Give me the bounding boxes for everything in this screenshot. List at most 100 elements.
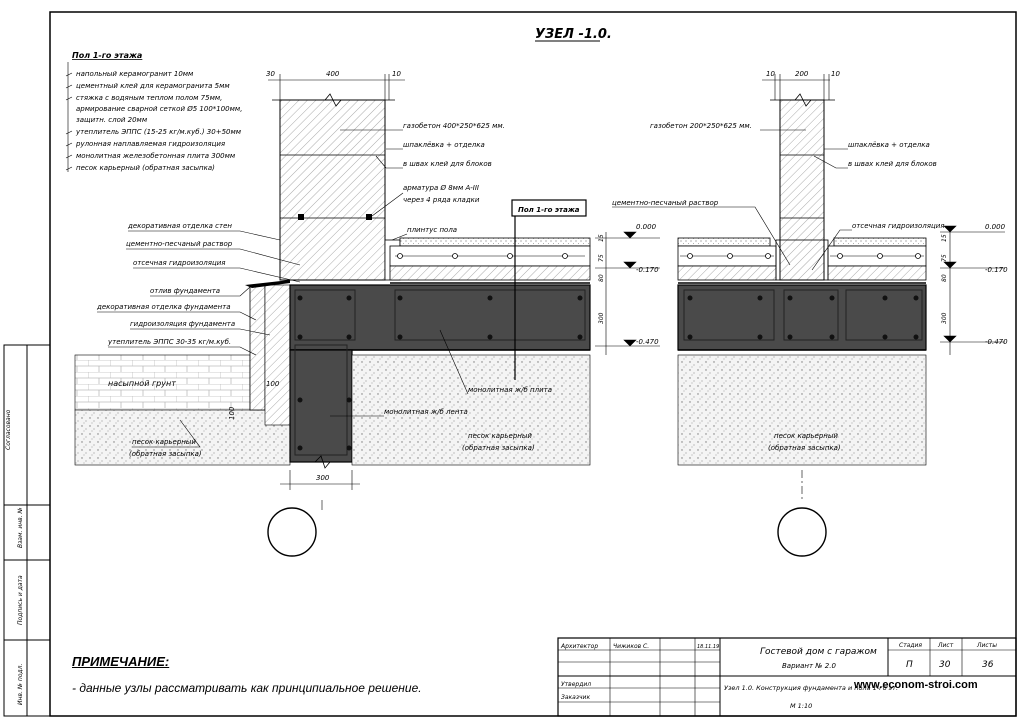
floor-tag [511,199,587,217]
drip [245,280,290,288]
dim-r-15: 15 [941,234,948,242]
drawing-title: УЗЕЛ -1.0. [535,27,612,42]
layer-item: утеплитель ЭППС (15-25 кг/м.куб.) 30+50м… [75,128,242,136]
label-backfill: насыпной грунт [108,379,176,388]
dim-400: 400 [326,70,340,78]
label-sand-wall: песок карьерный [468,432,532,440]
level-m-0: 0.000 [636,223,657,231]
gasbeton-wall-right [779,99,825,281]
layer-item: напольный керамогранит 10мм [76,70,194,78]
dim-100-a: 100 [266,380,280,388]
layer-item: защитн. слой 20мм [76,116,148,124]
label-mortar-r: цементно-песчаный раствор [612,199,719,207]
rebar-mark [366,214,372,220]
title-block [557,637,1017,717]
floor-tag-text: Пол 1-го этажа [518,206,580,214]
axis-marker-left [267,507,317,557]
sand-left [74,409,291,466]
level-m-1: -0.170 [636,266,659,274]
label-glue-r: в швах клей для блоков [848,160,937,168]
sidebar-c: Взам. инв. № [17,507,24,548]
site-url[interactable]: www.econom-stroi.com [854,679,978,691]
stamp-h-sheets: Листы [976,642,997,649]
stamp-role1: Архитектор [560,643,598,650]
dim-300-bottom: 300 [316,474,330,482]
label-foundation-hydro: гидроизоляция фундамента [130,320,235,328]
sand-under-slab [351,354,591,466]
label-sand-r-2: (обратная засыпка) [768,444,841,452]
floor-heading: Пол 1-го этажа [72,51,142,60]
label-plinth: плинтус пола [407,226,457,234]
dim-m-15: 15 [598,234,605,242]
label-cutoff-hydro: отсечная гидроизоляция [133,259,226,267]
layer-item: рулонная наплавляемая гидроизоляция [75,140,225,148]
layer-item: стяжка с водяным теплом полом 75мм, [76,94,222,102]
layer-item: цементный клей для керамогранита 5мм [76,82,230,90]
label-rebar: арматура Ø 8мм А-III [403,184,479,192]
dim-m-80: 80 [598,274,605,282]
stamp-role3: Заказчик [561,694,590,701]
label-cutoff-r: отсечная гидроизоляция [852,222,945,230]
level-marks-mid [595,231,660,355]
stamp-sheet-title: Узел 1.0. Конструкция фундамента и пола … [724,684,898,692]
layer-item: песок карьерный (обратная засыпка) [76,164,215,172]
note-title: ПРИМЕЧАНИЕ: [72,654,170,669]
level-r-1: -0.170 [985,266,1008,274]
stamp-h-stage: Стадия [899,642,922,649]
label-wall-finish: декоративная отделка стен [127,222,232,230]
dim-30: 30 [266,70,275,78]
stamp-project: Гостевой дом с гаражом [760,647,877,657]
sand-right [677,354,927,466]
stamp-date1: 18.11.19 [697,644,719,650]
dim-10-r2: 10 [831,70,840,78]
label-sand-wall-2: (обратная засыпка) [462,444,535,452]
axis-marker-right [777,507,827,557]
left-node: 30 400 10 [74,70,591,557]
stamp-h-sheet: Лист [937,642,954,649]
floor-layer-list: напольный керамогранит 10мм цементный кл… [65,62,242,172]
backfill-soil [74,354,251,411]
monolithic-strip [289,349,353,463]
label-sand-r: песок карьерный [774,432,838,440]
label-putty-r: шпаклёвка + отделка [848,141,930,149]
dim-r-75: 75 [941,254,948,262]
dim-10: 10 [392,70,401,78]
sidebar-a: Инв. № подл. [17,664,24,705]
dim-200: 200 [795,70,809,78]
label-foundation-insul: утеплитель ЭППС 30-35 кг/м.куб. [107,338,231,346]
label-drip: отлив фундамента [150,287,220,295]
label-slab: монолитная ж/б плита [468,386,552,394]
label-glue: в швах клей для блоков [403,160,492,168]
foundation-insulation [249,284,266,411]
level-m-2: -0.470 [636,338,659,346]
label-gasbeton-r: газобетон 200*250*625 мм. [650,122,752,130]
label-sand: песок карьерный [132,438,196,446]
layer-item: армирование сварной сеткой Ø5 100*100мм, [76,105,242,113]
right-node: 10 200 10 газобето [612,70,1008,557]
dim-r-80: 80 [941,274,948,282]
sidebar-d: Согласовано [5,409,12,450]
gasbeton-wall [279,99,386,281]
stamp-role2: Утвердил [561,681,591,688]
label-foundation-finish: декоративная отделка фундамента [96,303,231,311]
note-text: - данные узлы рассматривать как принципи… [72,681,422,695]
dim-100-b: 100 [228,406,236,420]
level-r-0: 0.000 [985,223,1006,231]
stamp-sheets: 36 [982,660,994,670]
dim-m-300: 300 [598,312,605,324]
stamp-name1: Чижиков С. [613,643,649,650]
rebar-mark [298,214,304,220]
sidebar-b: Подпись и дата [17,575,24,625]
stamp-sheet: 30 [939,660,951,670]
stamp-stage: П [906,660,913,670]
side-stamp: Согласовано Взам. инв. № Подпись и дата … [3,344,51,717]
label-putty: шпаклёвка + отделка [403,141,485,149]
layer-item: монолитная железобетонная плита 300мм [76,152,236,160]
label-gasbeton: газобетон 400*250*625 мм. [403,122,505,130]
stamp-scale: М 1:10 [790,702,812,710]
dim-m-75: 75 [598,254,605,262]
dim-r-300: 300 [941,312,948,324]
stamp-variant: Вариант № 2.0 [782,662,836,670]
label-strip: монолитная ж/б лента [384,408,468,416]
